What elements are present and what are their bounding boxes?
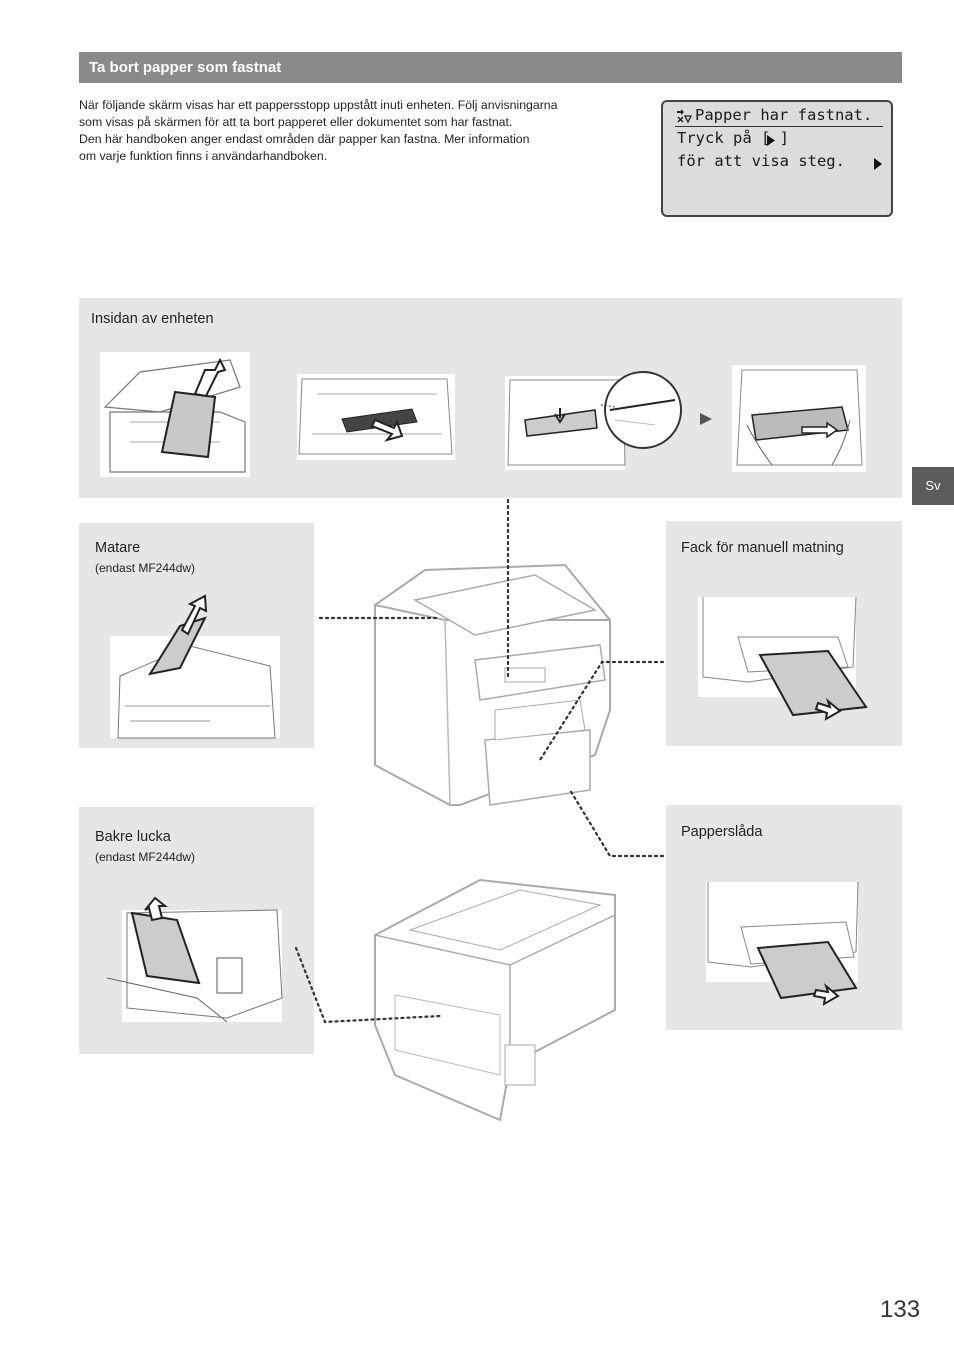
next-step-arrow-icon	[700, 413, 712, 425]
inside-step1-illustration	[100, 352, 250, 477]
intro-line: som visas på skärmen för att ta bort pap…	[79, 115, 513, 129]
next-arrow-icon	[874, 158, 882, 170]
feeder-label: Matare	[95, 540, 141, 556]
inside-step2-illustration	[297, 374, 455, 460]
paper-drawer-label: Papperslåda	[681, 824, 763, 840]
section-header: Ta bort papper som fastnat	[79, 52, 902, 83]
paper-drawer-illustration	[706, 881, 859, 1006]
printer-back-illustration	[374, 878, 616, 1122]
language-tab: Sv	[912, 467, 954, 505]
inside-label: Insidan av enheten	[91, 311, 214, 327]
intro-text: När följande skärm visas har ett pappers…	[79, 97, 639, 165]
lcd-line-1: Papper har fastnat.	[695, 106, 873, 124]
right-triangle-icon	[767, 135, 775, 146]
lcd-screen: Papper har fastnat. Tryck på [ ] för att…	[661, 100, 893, 217]
lcd-line-2: Tryck på [ ]	[677, 129, 789, 147]
back-cover-sublabel: (endast MF244dw)	[95, 850, 196, 864]
intro-line: om varje funktion finns i användarhandbo…	[79, 149, 328, 163]
manual-tray-label: Fack för manuell matning	[681, 540, 844, 556]
inside-step3-illustration	[505, 371, 682, 470]
paper-jam-icon	[677, 109, 693, 124]
intro-line: Den här handboken anger endast områden d…	[79, 132, 530, 146]
manual-tray-illustration	[698, 596, 868, 721]
back-cover-illustration	[106, 896, 283, 1023]
lcd-line-3: för att visa steg.	[677, 152, 845, 170]
page-number: 133	[880, 1296, 921, 1323]
intro-line: När följande skärm visas har ett pappers…	[79, 98, 558, 112]
inside-step4-illustration	[732, 365, 866, 472]
lcd-divider	[675, 126, 883, 127]
feeder-sublabel: (endast MF244dw)	[95, 561, 196, 575]
feeder-illustration	[110, 594, 280, 739]
back-cover-label: Bakre lucka	[95, 829, 171, 845]
